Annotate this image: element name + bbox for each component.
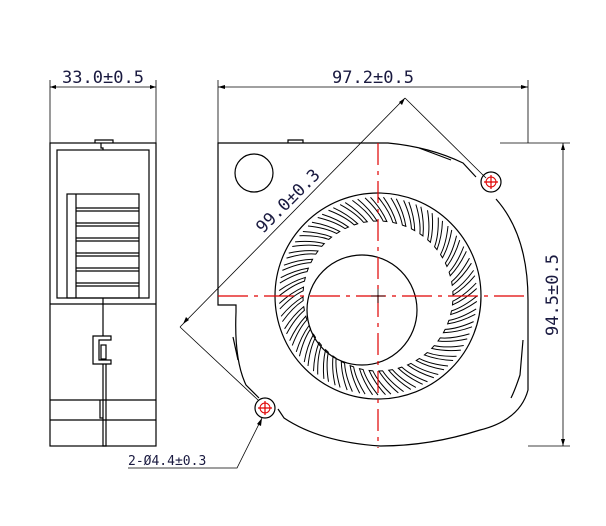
front-width-label: 97.2±0.5 bbox=[332, 68, 414, 88]
impeller-blade bbox=[423, 352, 457, 361]
impeller-blade bbox=[378, 370, 404, 394]
impeller-blade bbox=[322, 348, 329, 382]
front-view bbox=[217, 139, 529, 448]
impeller-blade bbox=[307, 221, 341, 235]
impeller-blade bbox=[364, 196, 388, 223]
impeller-blade bbox=[358, 367, 379, 396]
impeller-blade bbox=[427, 210, 434, 244]
impeller-blade bbox=[439, 225, 453, 259]
side-width-label: 33.0±0.5 bbox=[62, 68, 144, 88]
impeller-blade bbox=[430, 345, 464, 352]
impeller-blade bbox=[295, 324, 312, 357]
impeller-blade bbox=[332, 355, 341, 388]
impeller-blade bbox=[313, 341, 322, 375]
impeller-blade bbox=[415, 204, 424, 237]
hole-label: 2-Ø4.4±0.3 bbox=[128, 454, 206, 469]
impeller-blade bbox=[397, 366, 428, 385]
impeller-blade bbox=[278, 286, 305, 310]
impeller-blade bbox=[377, 196, 398, 225]
impeller-blade bbox=[289, 315, 308, 346]
impeller-blade bbox=[449, 295, 478, 316]
side-view bbox=[49, 139, 157, 447]
impeller-blade bbox=[434, 217, 443, 251]
dimension-front-width: 97.2±0.5 bbox=[217, 68, 529, 143]
impeller-blade bbox=[349, 364, 366, 395]
impeller-blade bbox=[437, 333, 470, 342]
impeller-blade bbox=[292, 240, 326, 247]
impeller-blade bbox=[282, 258, 314, 271]
height-label: 94.5±0.5 bbox=[543, 254, 563, 336]
impeller-blade bbox=[448, 246, 467, 277]
impeller-blade bbox=[446, 308, 477, 325]
impeller-blade bbox=[339, 202, 369, 223]
impeller-blade bbox=[406, 362, 439, 379]
impeller-blade bbox=[415, 357, 449, 371]
impeller-blade bbox=[451, 257, 472, 287]
mounting-boss bbox=[234, 153, 274, 193]
hole-callout: 2-Ø4.4±0.3 bbox=[128, 417, 263, 469]
impeller-blades bbox=[278, 196, 478, 396]
impeller-blade bbox=[387, 369, 417, 390]
impeller-blade bbox=[328, 207, 359, 226]
impeller-blade bbox=[280, 296, 304, 322]
impeller-blade bbox=[278, 276, 307, 297]
impeller-blade bbox=[444, 235, 461, 268]
impeller-hub bbox=[306, 254, 418, 366]
impeller-blade bbox=[352, 198, 378, 222]
dimension-side-width: 33.0±0.5 bbox=[49, 68, 157, 143]
impeller-blade bbox=[403, 200, 416, 232]
impeller-blade bbox=[317, 213, 350, 230]
dimension-height: 94.5±0.5 bbox=[500, 142, 570, 447]
impeller-blade bbox=[299, 231, 333, 240]
impeller-blade bbox=[442, 321, 474, 334]
impeller-blade bbox=[452, 270, 476, 296]
impeller-blade bbox=[284, 305, 305, 335]
impeller-blade bbox=[390, 197, 407, 228]
impeller-blade bbox=[451, 282, 478, 306]
impeller-blade bbox=[340, 360, 353, 392]
impeller-blade bbox=[368, 369, 392, 396]
impeller-blade bbox=[279, 267, 310, 284]
impeller-blade bbox=[286, 250, 319, 259]
impeller-blade bbox=[303, 333, 317, 367]
